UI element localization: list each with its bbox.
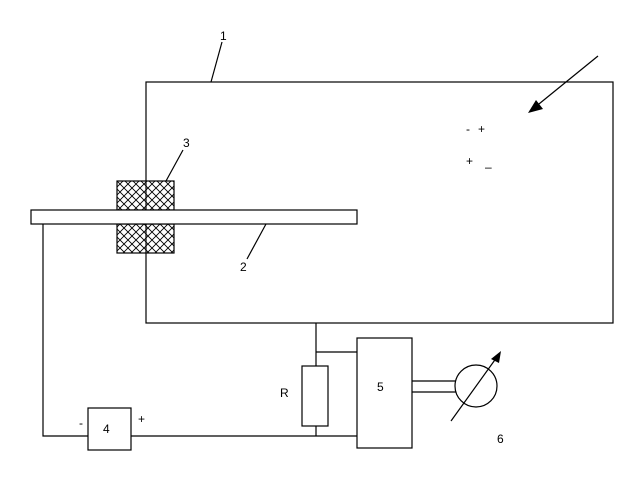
coil-leader-line — [165, 149, 184, 182]
charge-plus-top: + — [478, 122, 485, 136]
meter-arrow-line — [450, 356, 498, 422]
source-label: 4 — [103, 422, 110, 436]
charge-minus-bottom: – — [485, 160, 492, 174]
incoming-arrow-line — [533, 55, 599, 109]
wire-rod-to-source — [42, 224, 88, 437]
chamber-leader-line — [210, 41, 223, 83]
source-plus: + — [138, 412, 145, 426]
source-minus: - — [79, 416, 83, 430]
source-box — [87, 407, 132, 451]
amplifier-box — [356, 337, 413, 449]
rod — [30, 209, 358, 225]
incoming-arrow-head — [528, 100, 543, 113]
chamber-label: 1 — [220, 29, 227, 43]
rod-label: 2 — [240, 260, 247, 274]
meter-arrow-head — [491, 351, 501, 363]
rod-leader-line — [246, 223, 267, 260]
meter-label: 6 — [497, 432, 504, 446]
coil-lower — [116, 223, 175, 254]
chamber-box — [145, 81, 614, 324]
charge-plus-bottom: + — [466, 154, 473, 168]
coil-label: 3 — [183, 136, 190, 150]
amplifier-label: 5 — [377, 380, 384, 394]
resistor — [301, 365, 329, 427]
resistor-label: R — [280, 386, 289, 400]
coil-upper — [116, 180, 175, 211]
charge-minus-top: - — [466, 122, 470, 136]
